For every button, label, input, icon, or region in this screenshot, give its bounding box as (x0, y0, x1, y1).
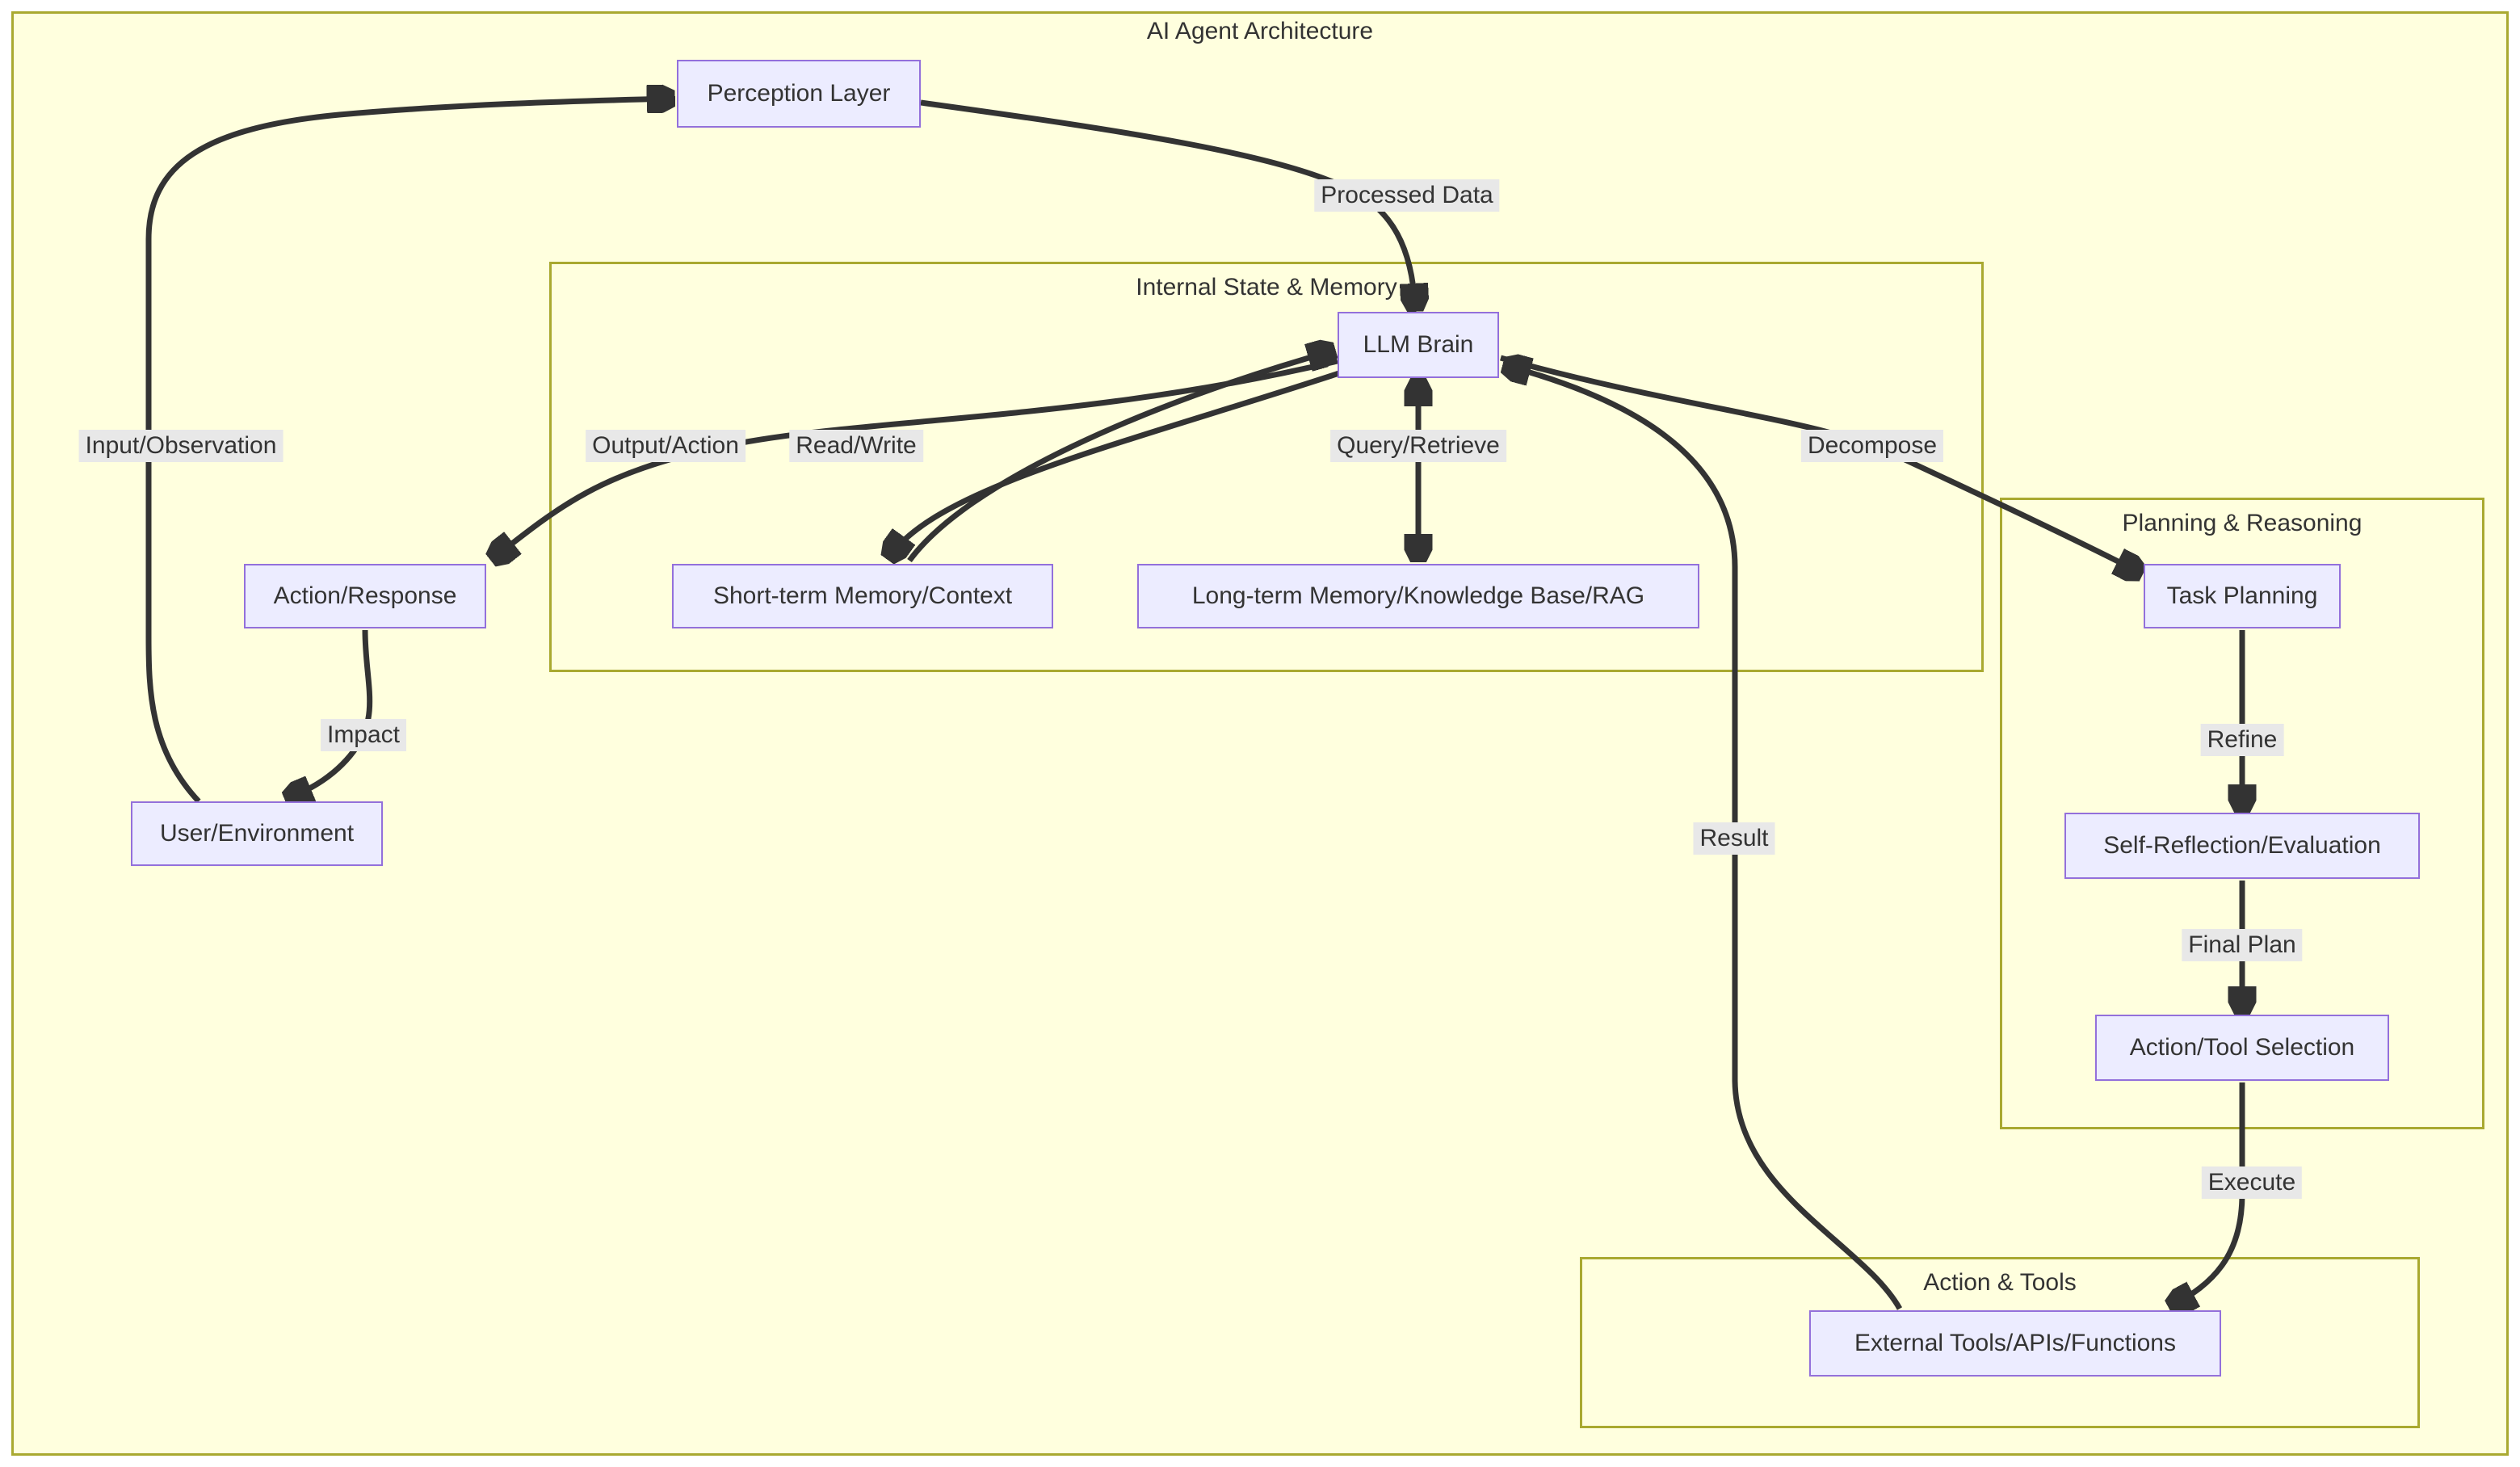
node-action-tool-selection: Action/Tool Selection (2095, 1015, 2389, 1081)
node-self-reflection-evaluation: Self-Reflection/Evaluation (2064, 813, 2420, 879)
edge-read-write-up (907, 351, 1331, 563)
edge-result (1507, 366, 1903, 1310)
edge-impact (289, 629, 373, 798)
node-llm-brain: LLM Brain (1338, 312, 1499, 378)
edge-label-query-retrieve: Query/Retrieve (1330, 430, 1506, 462)
edge-label-input-observation: Input/Observation (78, 430, 284, 462)
edge-label-output-action: Output/Action (586, 430, 746, 462)
diagram-frame (11, 11, 2509, 1456)
edge-read-write-down (890, 368, 1346, 556)
node-user-environment: User/Environment (131, 801, 383, 866)
diagram-title: AI Agent Architecture (1146, 18, 1374, 44)
subgraph-internal-state-memory-title: Internal State & Memory (1136, 274, 1397, 301)
edge-decompose (1500, 355, 2139, 572)
edge-output-action (494, 358, 1338, 557)
subgraph-internal-state-memory: Internal State & Memory (549, 262, 1984, 672)
edge-label-decompose: Decompose (1800, 430, 1944, 462)
edge-execute (2173, 1082, 2245, 1305)
edge-label-refine: Refine (2200, 724, 2284, 756)
subgraph-action-tools: Action & Tools (1580, 1257, 2420, 1428)
edge-label-impact: Impact (320, 719, 407, 751)
edge-label-processed-data: Processed Data (1314, 179, 1500, 212)
edge-processed-data (920, 99, 1415, 307)
edge-label-read-write: Read/Write (789, 430, 923, 462)
edge-label-result: Result (1693, 822, 1775, 855)
edge-label-execute: Execute (2201, 1166, 2303, 1199)
node-long-term-memory: Long-term Memory/Knowledge Base/RAG (1137, 564, 1699, 628)
node-perception-layer: Perception Layer (677, 60, 921, 128)
node-action-response: Action/Response (244, 564, 486, 628)
edge-label-final-plan: Final Plan (2182, 929, 2303, 961)
edge-input-observation (145, 99, 670, 804)
node-external-tools-apis-functions: External Tools/APIs/Functions (1809, 1310, 2221, 1377)
node-short-term-memory: Short-term Memory/Context (672, 564, 1053, 628)
subgraph-planning-reasoning-title: Planning & Reasoning (2122, 510, 2362, 536)
subgraph-action-tools-title: Action & Tools (1923, 1269, 2077, 1296)
node-task-planning: Task Planning (2144, 564, 2341, 628)
